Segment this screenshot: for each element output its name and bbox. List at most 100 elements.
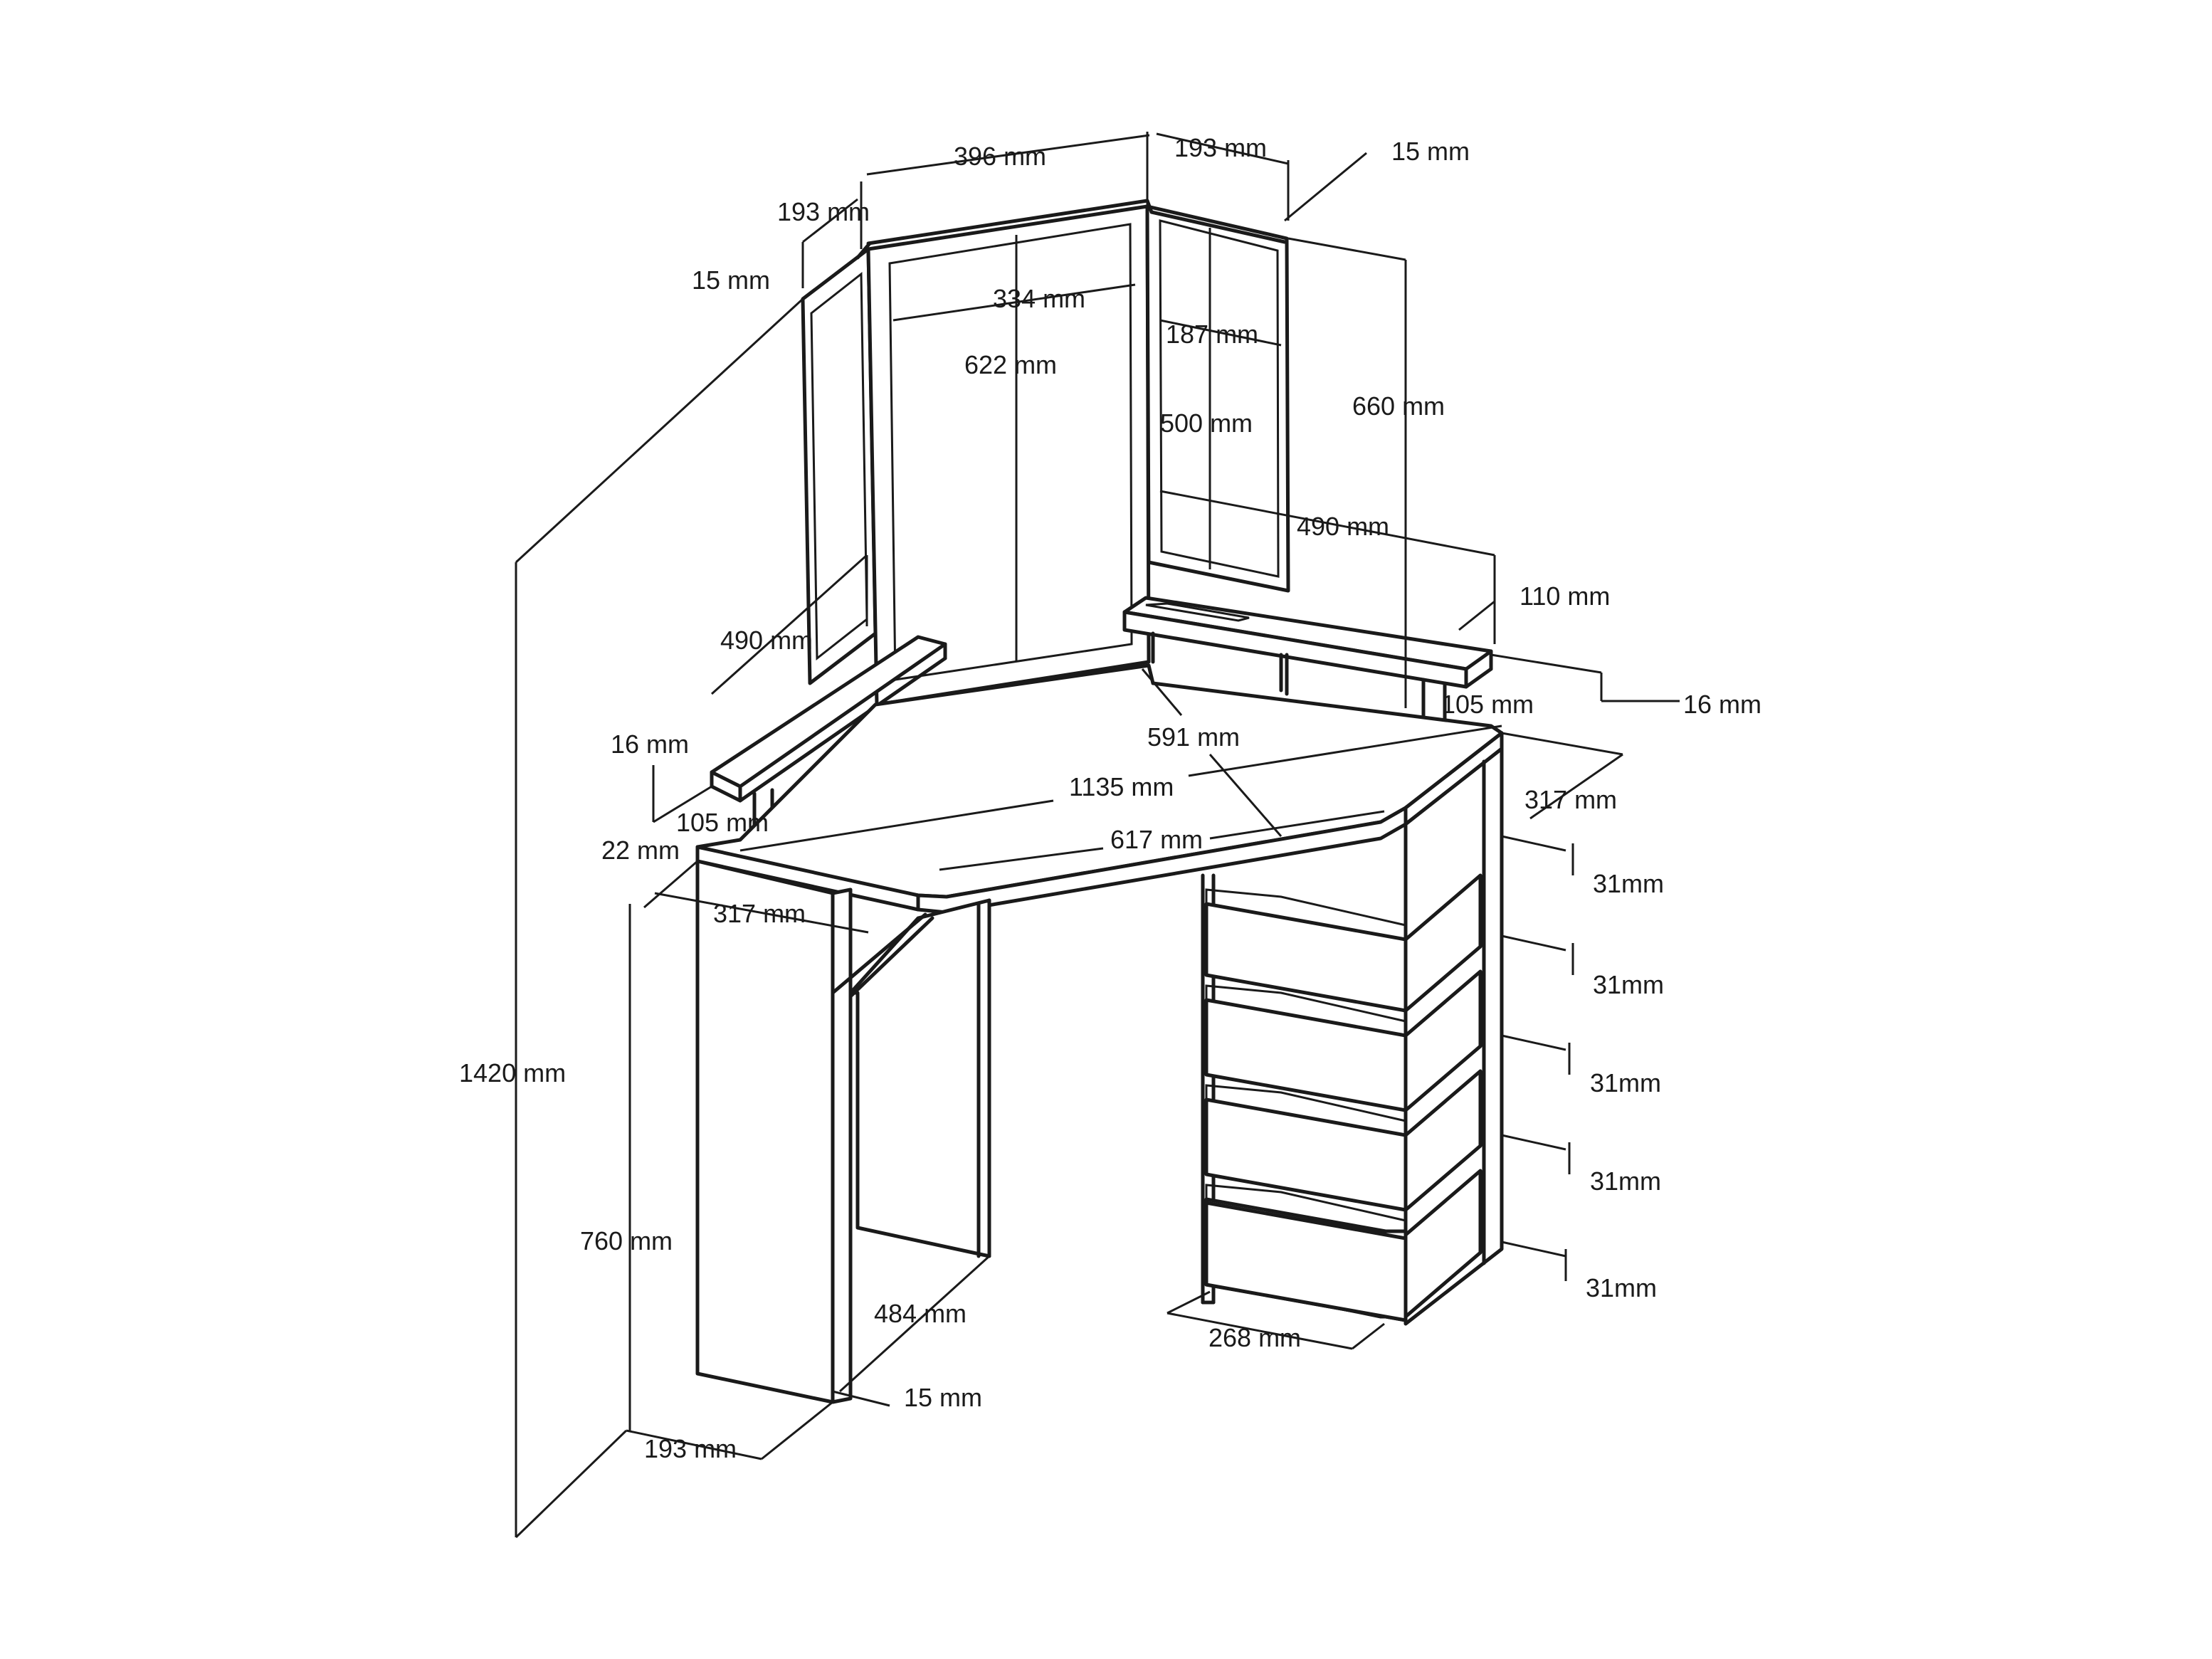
dim-1135-line-right <box>1188 725 1502 777</box>
left-side-panel-edge <box>831 888 853 1404</box>
dim-15-top-right-leader <box>1284 152 1367 222</box>
drawer-4-top <box>1205 1184 1407 1236</box>
label-15-top-right: 15 mm <box>1391 137 1470 166</box>
center-mirror-panel <box>866 204 1151 707</box>
dim-1135-line-left <box>739 799 1054 852</box>
dim-317-left-line <box>654 892 869 934</box>
label-193-top-right: 193 mm <box>1174 133 1267 162</box>
dim-193-bottom-ext <box>761 1401 833 1460</box>
dim-317-right-ext <box>1501 732 1623 756</box>
left-mirror-top-edge <box>855 241 872 260</box>
label-317-left: 317 mm <box>713 899 806 928</box>
label-15-bottom: 15 mm <box>904 1383 982 1412</box>
dim-490-left-line <box>710 554 868 695</box>
dim-660-top-ext <box>1287 237 1406 261</box>
label-193-top-left: 193 mm <box>777 197 870 226</box>
drawer-1-top <box>1205 888 1407 941</box>
dim-193-top-left-line <box>802 198 858 243</box>
center-mirror-glass <box>888 223 1133 681</box>
label-268: 268 mm <box>1208 1323 1301 1352</box>
label-490-right: 490 mm <box>1297 512 1389 541</box>
dim-268-left-leader <box>1166 1290 1211 1315</box>
label-490-left: 490 mm <box>720 626 813 655</box>
right-shelf-slot <box>1145 602 1250 622</box>
label-105-right: 105 mm <box>1441 690 1534 719</box>
left-inner-panel <box>848 898 991 1258</box>
label-334: 334 mm <box>993 284 1085 313</box>
left-rail-2 <box>848 916 934 999</box>
drawer-unit <box>1201 747 1504 1326</box>
dim-16-left-line <box>653 785 712 823</box>
dim-31-5-line <box>1501 1241 1566 1258</box>
label-31-3: 31mm <box>1590 1068 1661 1097</box>
dim-268-line <box>1166 1312 1353 1350</box>
drawer-2-top <box>1205 984 1407 1037</box>
label-1135: 1135 mm <box>1069 772 1174 801</box>
dim-1420-top-ext <box>515 297 804 564</box>
label-317-right: 317 mm <box>1524 785 1617 814</box>
dim-15-bottom-leader <box>832 1390 890 1407</box>
dim-31-1-line <box>1501 835 1566 852</box>
drawer-3-front <box>1204 1097 1408 1212</box>
drawer-2-front <box>1204 998 1408 1112</box>
dim-490-right-line <box>1159 490 1495 557</box>
dim-16-right-leader <box>1490 653 1602 674</box>
left-side-panel <box>695 859 835 1404</box>
label-591: 591 mm <box>1147 722 1240 752</box>
label-193-bottom: 193 mm <box>644 1434 737 1463</box>
dim-317-right-line <box>1529 753 1623 820</box>
dim-31-4-line <box>1501 1134 1566 1151</box>
label-622: 622 mm <box>964 350 1057 379</box>
label-500: 500 mm <box>1160 409 1253 438</box>
label-16-right: 16 mm <box>1683 690 1761 719</box>
dim-110-leader <box>1458 600 1495 631</box>
dim-268-right-leader <box>1352 1322 1385 1350</box>
label-484: 484 mm <box>874 1299 967 1328</box>
right-mirror-top-edge <box>1149 210 1287 244</box>
drawer-1-front <box>1204 902 1408 1013</box>
center-mirror-top-edge <box>866 199 1149 246</box>
label-760: 760 mm <box>580 1226 673 1255</box>
dim-1420-bottom-ext <box>515 1429 628 1539</box>
dim-396-line <box>866 134 1150 176</box>
right-mirror-panel <box>1145 204 1290 593</box>
drawer-bottom <box>1204 1201 1408 1322</box>
label-15-top-left: 15 mm <box>692 265 770 295</box>
label-31-2: 31mm <box>1593 970 1664 999</box>
label-31-1: 31mm <box>1593 869 1664 898</box>
left-shelf-bottom-edge <box>738 656 947 803</box>
label-1420: 1420 mm <box>459 1058 566 1087</box>
dim-591-leader <box>1141 668 1183 716</box>
dim-193-top-right-line <box>1156 132 1289 165</box>
label-617: 617 mm <box>1110 825 1203 854</box>
dim-193-bottom-line <box>626 1429 762 1460</box>
drawer-3-side <box>1403 1069 1482 1212</box>
dim-334-line <box>892 283 1136 322</box>
right-shelf-end-bottom <box>1464 667 1493 689</box>
label-660: 660 mm <box>1352 391 1445 421</box>
dim-31-3-line <box>1501 1034 1566 1051</box>
label-187: 187 mm <box>1166 320 1258 349</box>
dimension-labels: 396 mm 193 mm 15 mm 193 mm 15 mm 334 mm … <box>459 133 1761 1463</box>
dimension-lines <box>515 132 1680 1539</box>
drawer-3-top <box>1205 1084 1407 1137</box>
dim-617-line-left <box>939 847 1104 871</box>
label-105-left: 105 mm <box>676 808 769 837</box>
label-31-5: 31mm <box>1586 1273 1657 1302</box>
drawer-1-side <box>1403 873 1482 1013</box>
label-31-4: 31mm <box>1590 1166 1661 1196</box>
label-110: 110 mm <box>1520 581 1610 611</box>
dim-484-line <box>838 1255 991 1393</box>
label-22: 22 mm <box>601 836 680 865</box>
dim-591-line <box>1208 754 1283 837</box>
desk-top <box>695 663 1504 915</box>
right-mirror-glass <box>1159 219 1280 578</box>
dim-31-2-line <box>1501 934 1566 952</box>
dim-187-line <box>1159 319 1282 347</box>
dim-617-line-right <box>1209 810 1385 840</box>
left-rail <box>831 912 927 995</box>
dim-22-leader <box>643 860 698 909</box>
label-16-left: 16 mm <box>611 730 689 759</box>
label-396: 396 mm <box>954 142 1046 171</box>
